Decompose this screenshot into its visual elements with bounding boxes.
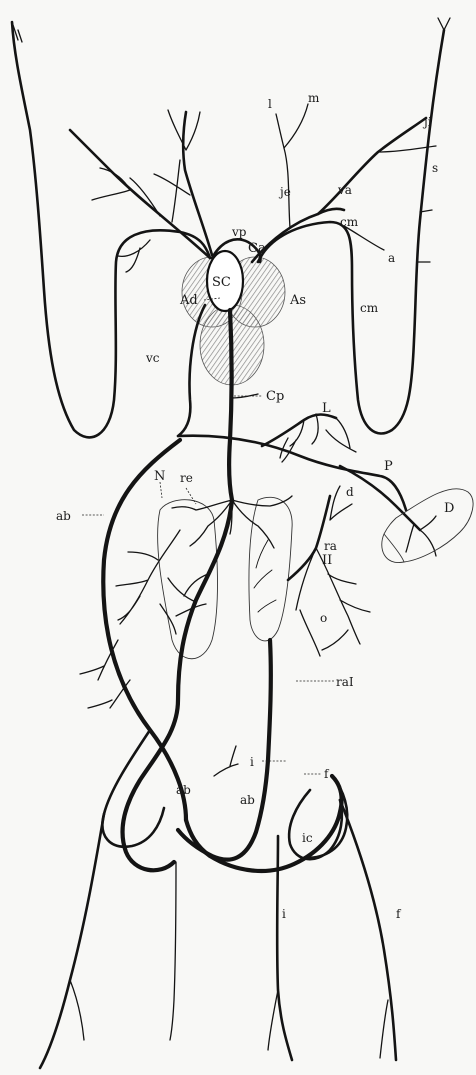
ab-mid-twig [214,746,238,776]
left-leg-inner [170,862,176,1040]
m-vessel [284,104,308,148]
lower-limb-vessels [40,640,396,1068]
label-f-lower: f [396,907,402,921]
label-raI: raI [336,675,354,689]
f-tip [380,1000,388,1058]
label-i-upper: i [250,755,254,769]
right-arm-tip [438,18,450,30]
label-l: l [268,97,272,111]
lung-twigs [280,414,356,462]
organ-d-outline [382,489,473,563]
l-vessel [276,114,290,228]
label-je: je [278,185,291,199]
label-f-upper: f [324,767,330,781]
label-a: a [388,251,395,265]
label-vp: vp [231,225,247,239]
label-D: D [444,501,454,516]
upper-center-twig-b [154,174,190,195]
label-sc: SC [212,275,231,290]
va-vessel [318,118,426,214]
i-tip [268,990,278,1050]
label-cp: Cp [266,389,284,404]
left-leg-tip [70,980,84,1040]
label-L: L [322,401,331,416]
label-o: o [320,611,327,625]
label-va: va [337,183,352,197]
label-ab-lower-left: ab [176,783,191,797]
label-P: P [384,459,393,474]
ra-ii-region [254,486,370,656]
label-ra: ra [324,539,337,553]
label-ca: Ca [248,241,266,256]
label-ad: Ad [179,293,198,308]
ral-vessel [178,640,271,860]
left-lower-branch-a [80,640,130,708]
right-kidney-twigs [254,540,276,612]
label-ji: ji [422,115,432,129]
label-d: d [346,485,354,499]
leader-re [186,488,196,504]
upper-vessels [70,18,450,433]
central-aorta [229,310,232,500]
f-vessel [340,800,396,1060]
trunk-lower-left [122,500,232,870]
label-m: m [308,91,320,105]
je-vessel [252,209,344,262]
label-cm-upper: cm [340,215,359,229]
right-kidney-outline [249,497,292,641]
label-ic: ic [302,831,313,845]
label-vc: vc [145,351,160,365]
left-kidney-outline [158,500,218,659]
label-cm-lower: cm [360,301,379,315]
label-II: II [322,553,332,568]
upper-left-twig-b [130,160,180,222]
ab-left-vessel [103,440,186,820]
label-ab-left: ab [56,509,71,523]
lung-branch [262,415,336,447]
label-ab-lower-mid: ab [240,793,255,807]
left-leg-descending [40,814,104,1068]
label-i-lower: i [282,907,286,921]
label-N: N [154,469,165,484]
label-as: As [289,293,306,308]
label-re: re [180,471,193,485]
label-s: s [432,161,438,175]
left-limb-vessels [12,22,210,437]
leader-n [160,482,162,498]
left-arm-vessel [12,22,210,437]
ii-network [296,548,370,656]
